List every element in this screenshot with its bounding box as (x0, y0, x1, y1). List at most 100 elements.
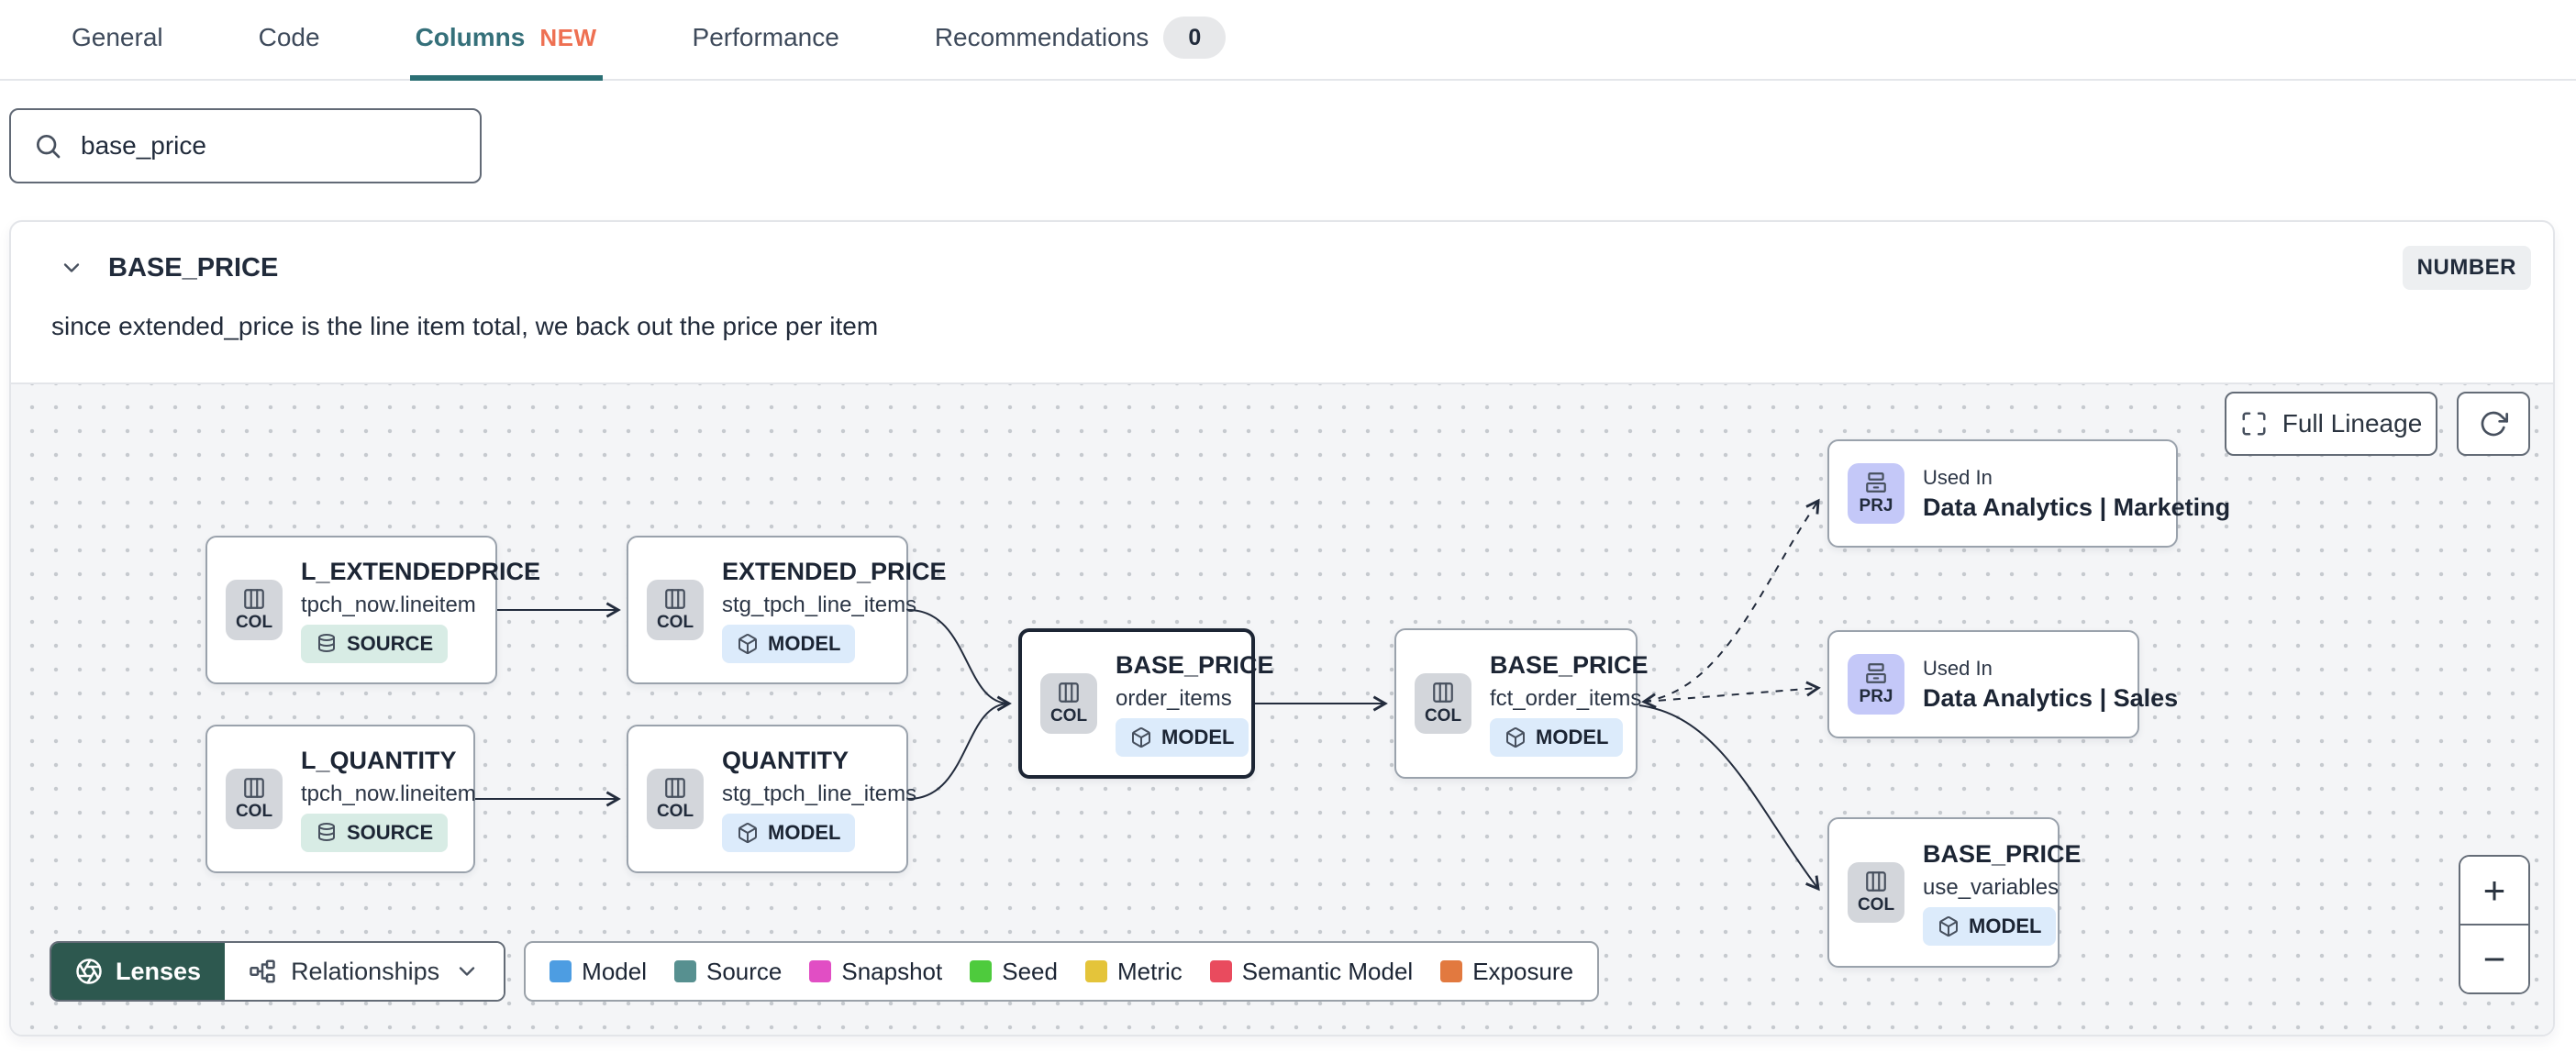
badge-label: MODEL (768, 631, 841, 655)
lineage-node-exposure[interactable]: PRJ Used In Data Analytics | Sales (1827, 630, 2178, 738)
relationships-dropdown[interactable]: Relationships (225, 943, 505, 1000)
used-in-label: Used In (1923, 465, 1993, 489)
project-icon (1866, 663, 1886, 683)
lenses-button[interactable]: Lenses (51, 943, 226, 1000)
resource-badge: MODEL (1490, 717, 1624, 757)
resource-badge: SOURCE (301, 813, 449, 852)
model-cube-icon (1132, 726, 1150, 748)
chip-label: PRJ (1859, 687, 1893, 706)
lineage-node[interactable]: COL BASE_PRICE fct_order_items MODEL (1394, 628, 1649, 779)
node-subtitle: stg_tpch_line_items (722, 592, 917, 617)
resource-badge: SOURCE (301, 624, 449, 663)
legend-label: Source (705, 957, 783, 985)
columns-icon (665, 778, 685, 798)
legend-swatch (1209, 960, 1232, 982)
lenses-label: Lenses (116, 957, 202, 985)
database-icon (318, 633, 335, 652)
tab-general[interactable]: General (66, 0, 169, 81)
search-input[interactable] (79, 130, 458, 161)
legend-item: Semantic Model (1209, 957, 1414, 986)
tab-columns[interactable]: Columns NEW (409, 0, 603, 81)
legend-label: Semantic Model (1241, 957, 1414, 985)
node-subtitle: order_items (1116, 685, 1232, 711)
tab-label: General (72, 23, 163, 51)
legend-swatch (809, 960, 832, 982)
badge-label: SOURCE (347, 820, 434, 844)
columns-icon (1433, 682, 1453, 703)
column-description: since extended_price is the line item to… (51, 312, 879, 340)
model-cube-icon (1939, 915, 1958, 937)
node-subtitle: tpch_now.lineitem (301, 592, 476, 617)
count-badge: 0 (1163, 17, 1227, 59)
legend-label: Model (582, 957, 647, 985)
column-card: BASE_PRICE NUMBER since extended_price i… (9, 220, 2555, 1036)
tab-label: Code (258, 23, 320, 51)
node-title: Data Analytics | Marketing (1923, 493, 2231, 521)
tab-label: Performance (692, 23, 839, 51)
chip-label: PRJ (1859, 496, 1893, 515)
lineage-node[interactable]: COL BASE_PRICE use_variables MODEL (1827, 817, 2082, 968)
badge-label: SOURCE (347, 631, 434, 655)
full-lineage-button[interactable]: Full Lineage (2225, 392, 2437, 456)
node-title: EXTENDED_PRICE (722, 557, 947, 585)
column-chip: COL (1415, 673, 1471, 734)
lineage-node[interactable]: COL QUANTITY stg_tpch_line_items MODEL (627, 725, 916, 873)
relationships-label: Relationships (291, 957, 440, 985)
legend-label: Snapshot (841, 957, 943, 985)
resource-badge: MODEL (722, 624, 856, 663)
node-title: L_QUANTITY (301, 746, 457, 774)
lineage-node[interactable]: COL EXTENDED_PRICE stg_tpch_line_items M… (627, 536, 947, 684)
search-icon (36, 134, 61, 159)
full-lineage-label: Full Lineage (2282, 409, 2423, 438)
node-title: QUANTITY (722, 746, 849, 774)
node-subtitle: stg_tpch_line_items (722, 781, 917, 806)
column-card-header: BASE_PRICE NUMBER (11, 222, 2553, 295)
columns-icon (244, 589, 264, 609)
zoom-in-button[interactable]: + (2460, 857, 2528, 926)
resource-badge: MODEL (1923, 906, 2057, 946)
new-badge: NEW (539, 23, 597, 51)
column-search (9, 108, 482, 183)
aperture-icon (76, 959, 102, 984)
tab-bar: General Code Columns NEW Performance Rec… (0, 0, 2576, 81)
project-icon (1866, 472, 1886, 493)
resource-badge: MODEL (722, 813, 856, 852)
column-chip: COL (647, 769, 704, 829)
legend-swatch (1440, 960, 1463, 982)
node-title: BASE_PRICE (1923, 839, 2082, 868)
lineage-node-selected[interactable]: COL BASE_PRICE order_items MODEL (1018, 628, 1274, 779)
resource-badge: MODEL (1116, 717, 1249, 757)
chevron-down-icon[interactable] (59, 255, 84, 281)
lineage-canvas[interactable]: COL L_EXTENDEDPRICE tpch_now.lineitem SO… (11, 382, 2553, 1035)
legend-swatch (550, 960, 572, 982)
lineage-legend: Model Source Snapshot Seed Metric Semant… (524, 941, 1600, 1002)
legend-item: Snapshot (809, 958, 942, 986)
tab-code[interactable]: Code (253, 0, 326, 81)
node-title: L_EXTENDEDPRICE (301, 557, 541, 585)
chevron-down-icon (459, 967, 475, 976)
refresh-icon (2481, 411, 2508, 437)
node-title: BASE_PRICE (1116, 650, 1274, 679)
tab-performance[interactable]: Performance (687, 0, 845, 81)
columns-icon (1059, 682, 1079, 703)
zoom-out-button[interactable]: − (2460, 926, 2528, 992)
legend-swatch (970, 960, 993, 982)
column-name: BASE_PRICE (108, 252, 279, 283)
legend-item: Model (550, 958, 647, 986)
legend-label: Seed (1002, 957, 1058, 985)
lineage-node[interactable]: COL L_QUANTITY tpch_now.lineitem SOURCE (205, 725, 476, 873)
tab-recommendations[interactable]: Recommendations 0 (929, 0, 1231, 81)
column-type-badge: NUMBER (2402, 246, 2531, 290)
legend-label: Metric (1116, 957, 1183, 985)
chip-label: COL (235, 613, 273, 632)
chip-label: COL (235, 802, 273, 821)
legend-label: Exposure (1472, 957, 1574, 985)
node-title: BASE_PRICE (1490, 650, 1649, 679)
legend-item: Metric (1084, 957, 1183, 986)
lineage-node[interactable]: COL L_EXTENDEDPRICE tpch_now.lineitem SO… (205, 536, 540, 684)
lineage-node-exposure[interactable]: PRJ Used In Data Analytics | Marketing (1827, 439, 2230, 548)
legend-item: Seed (970, 958, 1058, 986)
relationships-icon (250, 959, 275, 983)
column-chip: COL (226, 580, 283, 640)
refresh-button[interactable] (2457, 392, 2530, 456)
